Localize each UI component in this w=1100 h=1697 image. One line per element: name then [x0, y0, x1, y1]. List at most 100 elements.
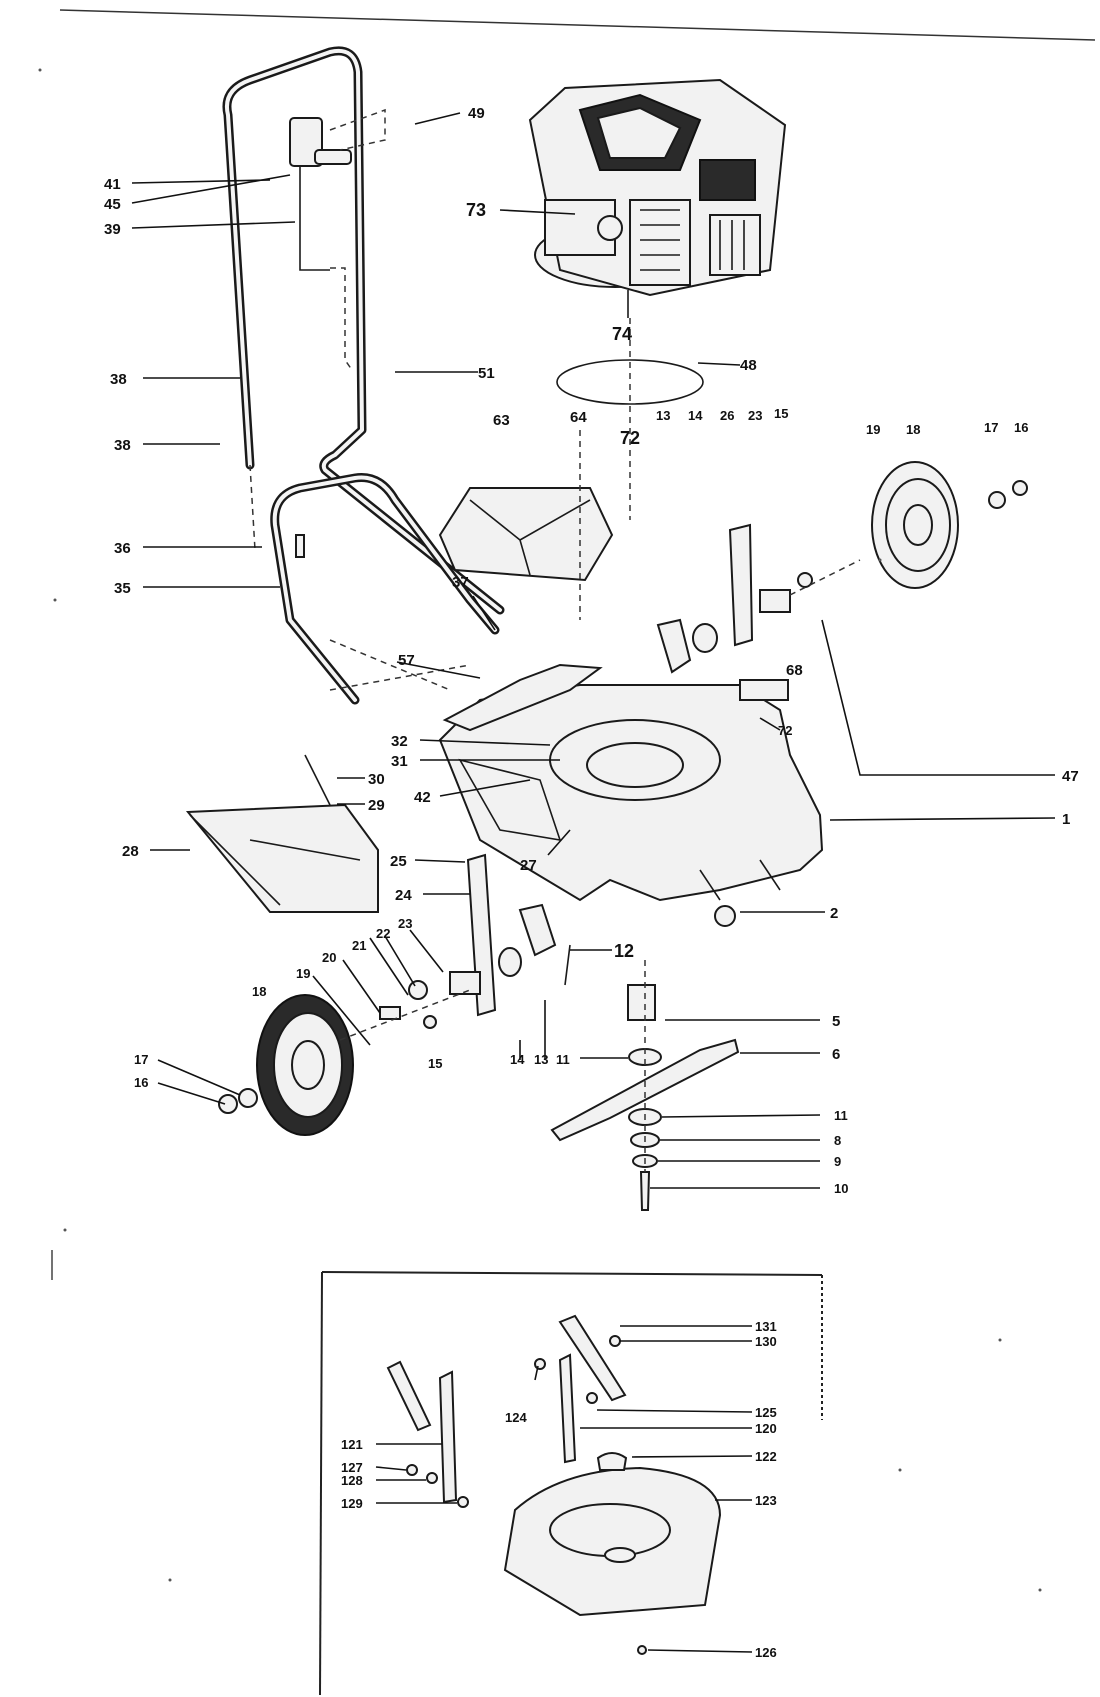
callout-8: 8: [834, 1133, 841, 1148]
callout-24: 24: [395, 887, 412, 904]
callout-48: 48: [740, 357, 757, 374]
callout-23-right: 23: [748, 408, 762, 423]
callout-2: 2: [830, 905, 838, 922]
lower-handle: [270, 472, 500, 705]
callout-51: 51: [478, 365, 495, 382]
cable-dash: [329, 108, 386, 151]
mulching-kit-inset: [319, 1271, 823, 1696]
callout-26: 26: [720, 408, 734, 423]
callout-121: 121: [341, 1437, 363, 1452]
callout-11-top: 11: [556, 1052, 570, 1067]
handle-mount-dash: [329, 639, 471, 691]
callout-45: 45: [104, 196, 121, 213]
callout-39: 39: [104, 221, 121, 238]
callout-23-left: 23: [398, 916, 412, 931]
callout-30: 30: [368, 771, 385, 788]
callout-32: 32: [391, 733, 408, 750]
height-adjuster-right: [656, 523, 813, 701]
callout-6: 6: [832, 1046, 840, 1063]
callout-10: 10: [834, 1181, 848, 1196]
mower-deck: [438, 663, 824, 902]
height-adjuster-left: [379, 853, 557, 1029]
callout-19-right: 19: [866, 422, 880, 437]
callout-17-left: 17: [134, 1052, 148, 1067]
main-callout-labels: 49 41 45 39 73 74 48 38 51 64 72 13 14 2…: [104, 105, 1079, 1196]
bolt-12: [564, 944, 571, 986]
callout-35: 35: [114, 580, 131, 597]
callout-38-upper: 38: [110, 371, 127, 388]
front-wheel-left: [218, 994, 354, 1136]
callout-28: 28: [122, 843, 139, 860]
callout-14-right: 14: [688, 408, 703, 423]
callout-41: 41: [104, 176, 121, 193]
callout-14-left: 14: [510, 1052, 525, 1067]
axle-dash-right: [789, 559, 861, 596]
callout-18-right: 18: [906, 422, 920, 437]
callout-37: 37: [452, 574, 469, 591]
axle-dash-left: [339, 989, 471, 1041]
callout-72-deck: 72: [778, 723, 792, 738]
callout-64: 64: [570, 409, 587, 426]
callout-20: 20: [322, 950, 336, 965]
callout-47: 47: [1062, 768, 1079, 785]
callout-68: 68: [786, 662, 803, 679]
page-edge-line: [59, 9, 1096, 41]
callout-11-bottom: 11: [834, 1108, 848, 1123]
callout-128: 128: [341, 1473, 363, 1488]
callout-5: 5: [832, 1013, 840, 1030]
debris-guard: [438, 487, 614, 582]
callout-31: 31: [391, 753, 408, 770]
grass-deflector: [185, 803, 379, 913]
rear-axle-bushing: [714, 905, 736, 927]
deflector-rod: [304, 754, 331, 806]
leader-lines: [131, 112, 1056, 1653]
callout-124: 124: [505, 1410, 527, 1425]
callout-129: 129: [341, 1496, 363, 1511]
callout-29: 29: [368, 797, 385, 814]
callout-130: 130: [755, 1334, 777, 1349]
rear-wheel-right: [871, 461, 1028, 589]
callout-122: 122: [755, 1449, 777, 1464]
callout-27: 27: [520, 857, 537, 874]
callout-49: 49: [468, 105, 485, 122]
callout-17-right: 17: [984, 420, 998, 435]
callout-42: 42: [414, 789, 431, 806]
callout-9: 9: [834, 1154, 841, 1169]
seal-ring: [556, 359, 704, 405]
callout-123: 123: [755, 1493, 777, 1508]
callout-125: 125: [755, 1405, 777, 1420]
callout-16-right: 16: [1014, 420, 1028, 435]
callout-36: 36: [114, 540, 131, 557]
callout-25: 25: [390, 853, 407, 870]
scan-noise: [38, 68, 1042, 1592]
upper-handle: [222, 46, 505, 615]
callout-21: 21: [352, 938, 366, 953]
inset-callout-labels: 131 130 124 125 120 121 122 127 128 129 …: [341, 1319, 777, 1660]
callout-12: 12: [614, 941, 634, 961]
callout-16-left: 16: [134, 1075, 148, 1090]
throttle-control: [289, 117, 353, 371]
callout-13-left: 13: [534, 1052, 548, 1067]
callout-131: 131: [755, 1319, 777, 1334]
callout-63: 63: [493, 412, 510, 429]
callout-22: 22: [376, 926, 390, 941]
callout-120: 120: [755, 1421, 777, 1436]
callout-74: 74: [612, 324, 632, 344]
callout-73: 73: [466, 200, 486, 220]
handle-join-dash: [249, 464, 256, 551]
callout-13-right: 13: [656, 408, 670, 423]
callout-57: 57: [398, 652, 415, 669]
callout-19-left: 19: [296, 966, 310, 981]
callout-15-left: 15: [428, 1056, 442, 1071]
callout-38-lower: 38: [114, 437, 131, 454]
callout-18-left: 18: [252, 984, 266, 999]
callout-127: 127: [341, 1460, 363, 1475]
handle-clip: [295, 534, 305, 558]
callout-72-top: 72: [620, 428, 640, 448]
callout-1: 1: [1062, 811, 1070, 828]
engine: [528, 78, 787, 318]
callout-15-right: 15: [774, 406, 788, 421]
callout-126: 126: [755, 1645, 777, 1660]
